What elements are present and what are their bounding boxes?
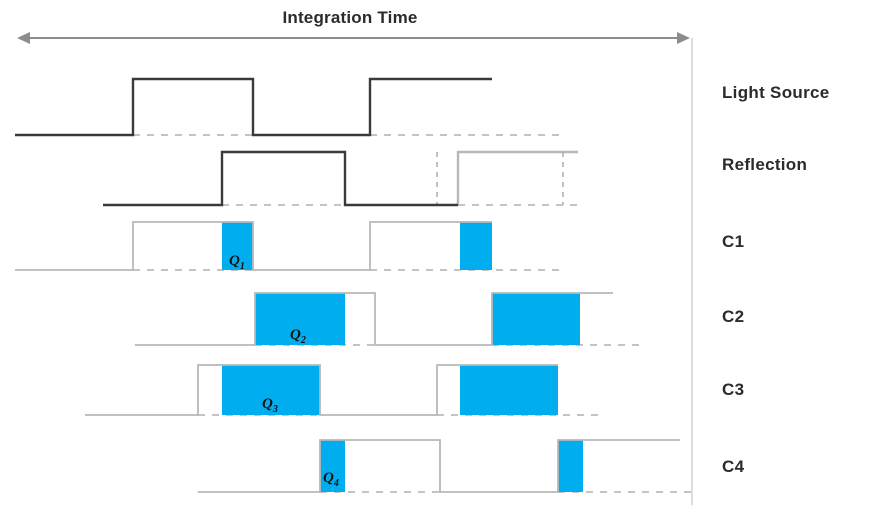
charge-fill-c2-0 <box>255 293 345 345</box>
waveform-path-reflection <box>103 150 458 207</box>
row-label-c4: C4 <box>722 457 745 476</box>
charge-fill-c4-0 <box>320 440 345 492</box>
charge-fill-c3-1 <box>460 365 558 415</box>
waveform-row-c4 <box>198 439 692 493</box>
charge-fill-c2-1 <box>492 293 580 345</box>
charge-fill-c1-0 <box>222 222 253 270</box>
row-label-c3: C3 <box>722 380 745 399</box>
waveform-row-c3 <box>85 364 600 416</box>
waveform-path-c1 <box>15 221 492 271</box>
arrow-left-icon <box>17 32 30 44</box>
row-label-c1: C1 <box>722 232 745 251</box>
waveform-path-c2 <box>135 292 613 346</box>
row-label-reflection: Reflection <box>722 155 808 174</box>
waveform-row-light-source <box>15 77 560 137</box>
waveform-path-c3 <box>85 364 558 416</box>
waveform-path-c4 <box>198 439 680 493</box>
row-label-light-source: Light Source <box>722 83 830 102</box>
charge-fill-c4-1 <box>558 440 583 492</box>
waveform-row-reflection <box>103 150 580 207</box>
charge-fill-c1-1 <box>460 222 492 270</box>
arrow-right-icon <box>677 32 690 44</box>
ghost-pulse-reflection-0 <box>456 150 578 205</box>
waveform-row-c2 <box>135 292 640 346</box>
charge-fill-c3-0 <box>222 365 320 415</box>
figure-title: Integration Time <box>282 8 418 27</box>
waveform-row-c1 <box>15 221 560 271</box>
row-label-c2: C2 <box>722 307 745 326</box>
waveform-path-light-source <box>15 77 492 137</box>
integration-time-axis <box>17 32 690 44</box>
